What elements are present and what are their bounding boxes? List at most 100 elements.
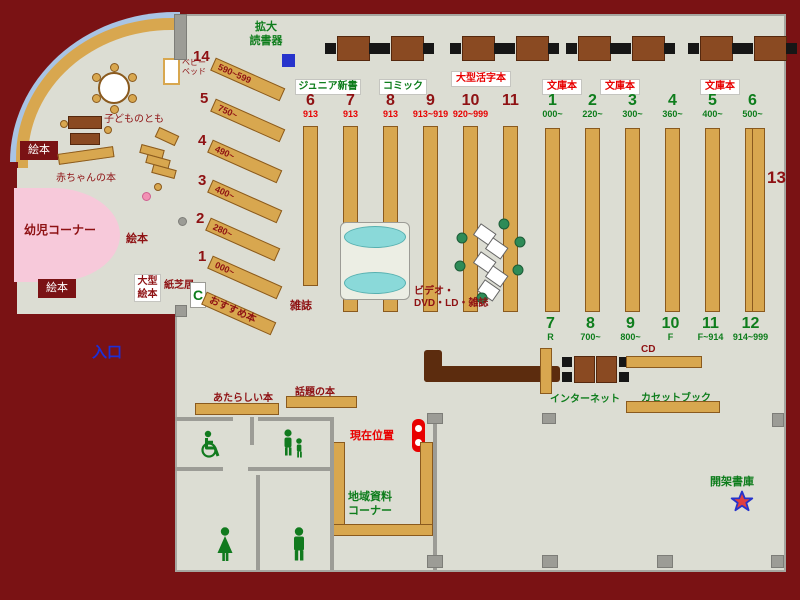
bookshelf <box>705 128 720 312</box>
ehon-shelf-mid: 絵本 <box>126 233 148 245</box>
wall <box>250 417 254 445</box>
reading-table <box>504 36 560 61</box>
diagonal-shelf-num: 14 <box>193 48 210 65</box>
chair <box>423 43 434 54</box>
chair-dot <box>92 94 101 103</box>
bookshelf <box>423 126 438 312</box>
curved-bench <box>344 272 406 294</box>
stool-dot <box>154 183 162 191</box>
chair-dot <box>60 120 68 128</box>
cassette-label: カセットブック <box>641 393 711 404</box>
study-carrels <box>454 218 526 304</box>
pillar <box>772 413 784 427</box>
pillar <box>427 413 443 424</box>
round-table <box>98 72 130 104</box>
video-label: ビデオ・ DVD・LD・雑誌 <box>414 286 489 309</box>
chair <box>610 43 621 54</box>
new-books-label: あたらしい本 <box>213 393 273 404</box>
chair <box>732 43 743 54</box>
bookshelf-13 <box>752 128 765 312</box>
diagonal-shelf-num: 2 <box>196 210 205 227</box>
large-ehon-label: 大型 絵本 <box>134 274 161 302</box>
bookshelf <box>665 128 680 312</box>
stool-dot <box>178 217 187 226</box>
chair <box>562 372 572 382</box>
toddler-corner-label: 幼児コーナー <box>24 223 97 237</box>
ehon-shelf-bottom: 絵本 <box>38 279 76 298</box>
reading-table <box>450 36 506 61</box>
pillar <box>542 555 558 568</box>
wall-pillar <box>174 14 187 60</box>
section-bunko: 文庫本 <box>700 79 740 95</box>
parent-child-icon <box>284 429 302 458</box>
cd-shelf <box>626 356 702 368</box>
baby-bed-label: ベビー ベッド <box>182 58 206 76</box>
bookshelf <box>585 128 600 312</box>
chair-dot <box>104 126 112 134</box>
kamishibai-label: 紙芝居 <box>164 280 194 291</box>
women-toilet-icon <box>217 527 233 561</box>
wall <box>248 467 330 471</box>
chair <box>620 43 631 54</box>
stool-dot <box>142 192 151 201</box>
counter <box>424 366 560 382</box>
local-shelf <box>420 442 433 530</box>
new-books-shelf <box>195 403 279 415</box>
topic-books-shelf <box>286 396 357 408</box>
chair-dot <box>110 63 119 72</box>
stack-room-label: 開架書庫 <box>710 476 754 488</box>
wall <box>330 417 334 570</box>
baby-book-label: 赤ちゃんの本 <box>56 173 116 184</box>
baby-bed <box>163 58 180 85</box>
local-shelf <box>332 524 433 536</box>
bookshelf <box>625 128 640 312</box>
reading-table <box>742 36 798 61</box>
ehon-shelf-top: 絵本 <box>20 141 58 160</box>
pillar <box>175 305 187 317</box>
chair <box>664 43 675 54</box>
stack-label: 11 <box>502 92 519 109</box>
internet-table <box>574 356 595 383</box>
chair <box>504 43 515 54</box>
pillar <box>542 413 556 424</box>
bookshelf <box>463 126 478 312</box>
section-large-print: 大型活字本 <box>451 71 511 87</box>
local-corner-label: 地域資料 コーナー <box>348 491 392 517</box>
chair <box>786 43 797 54</box>
shelf <box>540 348 552 394</box>
topic-books-label: 話題の本 <box>295 387 335 398</box>
stack-room-star-icon <box>730 490 754 512</box>
reading-table <box>688 36 744 61</box>
diagonal-shelf-num: 4 <box>198 132 207 149</box>
chair <box>450 43 461 54</box>
reading-table <box>566 36 622 61</box>
shelf13-label: 13 <box>767 168 786 187</box>
chair <box>566 43 577 54</box>
chair <box>562 357 572 367</box>
magazine-label: 雑誌 <box>290 300 312 312</box>
magnifier-label: 拡大 読書器 <box>249 21 283 47</box>
chair <box>619 357 629 367</box>
section-junior: ジュニア新書 <box>295 79 361 95</box>
wall <box>256 475 260 570</box>
section-bunko: 文庫本 <box>542 79 582 95</box>
kodomo-label: 子どものとも <box>104 114 164 125</box>
pillar <box>427 555 443 568</box>
chair <box>688 43 699 54</box>
reading-table <box>325 36 381 61</box>
chair-dot <box>128 94 137 103</box>
wall <box>175 417 233 421</box>
